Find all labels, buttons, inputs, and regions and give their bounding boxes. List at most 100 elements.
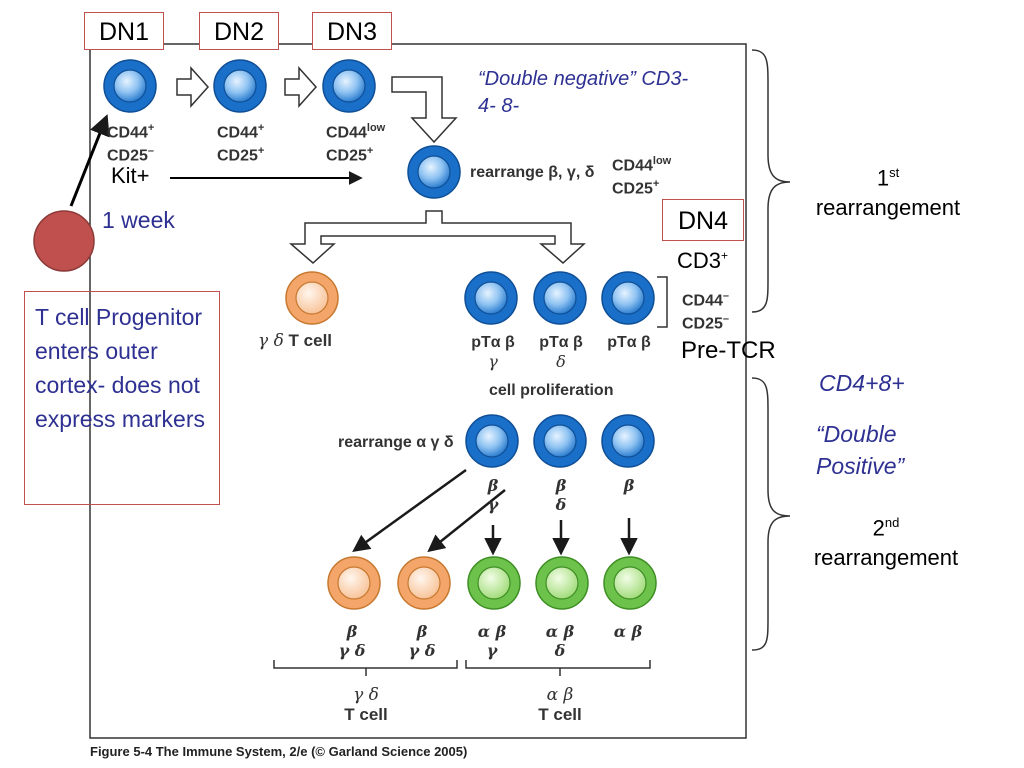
ab-final-word: T cell — [538, 705, 582, 724]
dp3-line1: β — [623, 476, 635, 495]
hollow-arrow-dn3-down — [391, 76, 458, 144]
dn2-marker-cd25-sup: + — [257, 145, 265, 158]
pt2-line2: δ — [556, 352, 566, 371]
ab-final-bracket — [465, 660, 651, 669]
pt2-line1: pTα β — [539, 334, 583, 351]
arrow-dp1-f2 — [427, 489, 506, 553]
progenitor-note-box: T cell Progenitor enters outer cortex- d… — [24, 291, 220, 505]
arrow-dp1-f1 — [352, 468, 467, 553]
final-cell-4-nucleus — [545, 566, 579, 600]
dn4-bracket — [657, 276, 668, 328]
hollow-fork-arrow — [288, 210, 586, 265]
f2-line1: β — [416, 622, 428, 641]
cd3-sup: + — [721, 248, 729, 263]
gd-final-bracket — [273, 660, 458, 669]
dn2-marker-cd44-sup: + — [257, 122, 265, 134]
rearrange-cell — [407, 145, 461, 199]
pt2-cell-nucleus — [543, 281, 577, 315]
gd-top-word: T cell — [288, 331, 333, 350]
mid-marker-cd44-sup: low — [652, 155, 672, 167]
pt2-cell — [533, 271, 587, 325]
cd3-plus-label: CD3+ — [677, 248, 728, 274]
dn3-cell — [322, 59, 376, 113]
dn4-marker-cd44: CD44 — [682, 292, 723, 310]
dp2-cell — [533, 414, 587, 468]
pt1-cell-nucleus — [474, 281, 508, 315]
mid-marker-cd25-sup: + — [652, 178, 660, 191]
f5-line1: α β — [613, 622, 643, 641]
dn4-markers: CD44– CD25– — [682, 287, 729, 334]
dn1-marker-cd25-sup: – — [147, 145, 155, 158]
cell-proliferation-label: cell proliferation — [489, 382, 614, 399]
f1-line2: γ δ — [338, 641, 366, 660]
cd3-text: CD3 — [677, 248, 722, 273]
dn4-marker-cd44-sup: – — [722, 290, 730, 302]
mid-marker-cd25: CD25 — [612, 180, 653, 198]
gd-t-cell-top-label: γ δ T cell — [258, 331, 332, 351]
dn2-marker-cd25: CD25 — [217, 147, 258, 165]
dp1-line2: γ — [487, 495, 499, 514]
dn3-marker-cd44: CD44 — [326, 124, 367, 142]
cells-layer — [103, 59, 657, 610]
pre-tcr-label: Pre-TCR — [681, 337, 776, 364]
dn2-markers: CD44+ CD25+ — [217, 119, 264, 166]
final-cell-1 — [327, 556, 381, 610]
dn2-cell — [213, 59, 267, 113]
rearrange-cell-nucleus — [417, 155, 451, 189]
dp3-cell-nucleus — [611, 424, 645, 458]
stage-label-dn2: DN2 — [199, 12, 279, 50]
dn3-cell-nucleus — [332, 69, 366, 103]
gd-cell-top — [285, 271, 339, 325]
dn4-marker-cd25-sup: – — [722, 313, 730, 326]
first-rearrangement-brace — [751, 49, 791, 313]
second-rearr-word: rearrangement — [813, 545, 959, 571]
final-cell-2-nucleus — [407, 566, 441, 600]
f4-line2: δ — [554, 641, 566, 660]
mid-marker-cd44: CD44 — [612, 157, 653, 175]
first-rearr-num: 1 — [876, 165, 890, 191]
rearrange-bgd-label: rearrange β, γ, δ — [470, 164, 595, 181]
second-rearrangement-brace — [751, 377, 791, 651]
gd-cell-top-nucleus — [295, 281, 329, 315]
dp1-cell-nucleus — [475, 424, 509, 458]
dp1-line1: β — [487, 476, 499, 495]
stage-label-dn3: DN3 — [312, 12, 392, 50]
figure-frame — [89, 43, 747, 739]
final-cell-3-nucleus — [477, 566, 511, 600]
gd-final-word: T cell — [344, 705, 388, 724]
first-rearr-sup: st — [889, 165, 900, 180]
dn1-cell — [103, 59, 157, 113]
cd4-8-label: CD4+8+ — [819, 370, 905, 396]
pt3-cell-nucleus — [611, 281, 645, 315]
pt1-cell — [464, 271, 518, 325]
final-cell-4 — [535, 556, 589, 610]
kit-label: Kit+ — [111, 163, 150, 188]
double-negative-line2: 4- 8- — [478, 95, 520, 117]
hollow-arrow-dn2-dn3 — [284, 66, 318, 108]
progenitor-arrow — [69, 114, 110, 207]
dn3-marker-cd25: CD25 — [326, 147, 367, 165]
dn1-marker-cd44: CD44 — [107, 124, 148, 142]
one-week-label: 1 week — [102, 207, 175, 233]
f5-label: α β — [598, 622, 658, 641]
final-cell-1-nucleus — [337, 566, 371, 600]
second-rearr-num: 2 — [872, 515, 885, 541]
f1-line1: β — [346, 622, 358, 641]
pt1-line1: pTα β — [471, 334, 515, 351]
dn1-markers: CD44+ CD25– — [107, 119, 154, 166]
rearrange-agd-label: rearrange α γ δ — [338, 434, 454, 451]
dp2-line1: β — [555, 476, 567, 495]
dn2-marker-cd44: CD44 — [217, 124, 258, 142]
dn3-marker-cd44-sup: low — [366, 122, 386, 134]
final-cell-3 — [467, 556, 521, 610]
rearrange-cell-markers: CD44low CD25+ — [612, 152, 671, 199]
final-cell-5 — [603, 556, 657, 610]
